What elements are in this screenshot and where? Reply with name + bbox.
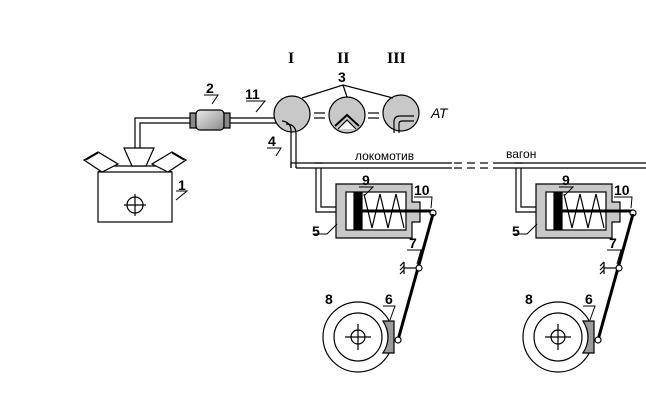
valve-II: [328, 96, 366, 134]
label-11: 11: [245, 86, 260, 102]
compressor: [82, 117, 190, 223]
valve-III: [382, 94, 420, 133]
locomotive-brake-assembly: [315, 162, 437, 373]
label-6: 6: [385, 291, 393, 307]
label-9: 9: [362, 172, 370, 188]
label-3: 3: [338, 69, 346, 85]
label-10: 10: [414, 182, 430, 198]
label-3-leaders: [301, 84, 394, 99]
label-6-wagon: 6: [585, 291, 593, 307]
label-7-wagon: 7: [609, 235, 617, 251]
label-7: 7: [409, 235, 417, 251]
label-1: 1: [178, 177, 186, 193]
leader-lines: [175, 94, 633, 321]
label-5: 5: [312, 223, 320, 239]
roman-III: III: [387, 50, 406, 67]
wagon-brake-assembly: [515, 162, 637, 373]
main-reservoir: [189, 109, 290, 131]
label-2: 2: [206, 80, 214, 96]
label-5-wagon: 5: [512, 223, 520, 239]
label-10-wagon: 10: [614, 182, 630, 198]
label-wagon: вагон: [506, 147, 536, 161]
label-at: АТ: [430, 105, 449, 121]
label-8: 8: [325, 291, 333, 307]
label-8-wagon: 8: [525, 291, 533, 307]
roman-II: II: [337, 50, 349, 67]
brake-line: [290, 162, 646, 169]
label-4: 4: [268, 133, 276, 149]
valve-connections: [314, 112, 379, 119]
roman-I: I: [288, 50, 294, 67]
labels: 1 2 3 4 5 6 7 8 9 10 11 5 6 7 8 9 10 I I…: [178, 50, 630, 307]
driver-valve-I: [273, 95, 311, 168]
label-9-wagon: 9: [562, 172, 570, 188]
label-locomotive: локомотив: [355, 149, 414, 163]
